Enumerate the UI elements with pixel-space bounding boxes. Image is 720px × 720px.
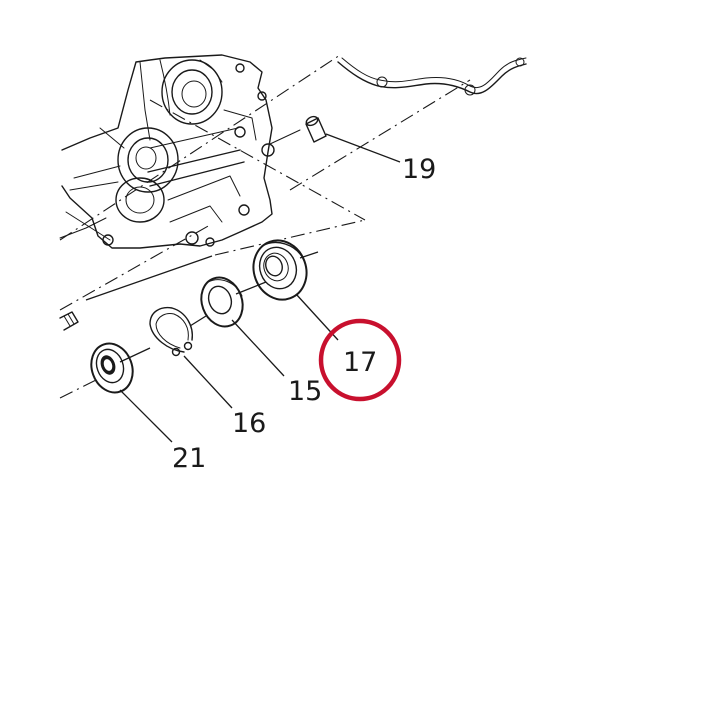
part-label-21: 21 — [172, 443, 206, 474]
part-label-19: 19 — [402, 154, 436, 185]
circlip-part — [149, 306, 193, 357]
highlight-circle — [318, 318, 402, 402]
spacer-washer-part — [200, 276, 244, 328]
shaft-stub — [59, 311, 79, 331]
crankcase-housing — [59, 54, 275, 249]
part-label-16: 16 — [232, 408, 266, 439]
leader-lines — [119, 133, 401, 443]
part-label-15: 15 — [288, 376, 322, 407]
bearing-part — [252, 239, 308, 301]
assembly-axes — [59, 54, 471, 399]
oil-seal-part — [90, 342, 134, 394]
part-axis-line — [85, 251, 319, 363]
dowel-pin-part — [269, 115, 327, 145]
part-label-17: 17 — [343, 347, 377, 378]
cover-gasket — [337, 57, 527, 96]
